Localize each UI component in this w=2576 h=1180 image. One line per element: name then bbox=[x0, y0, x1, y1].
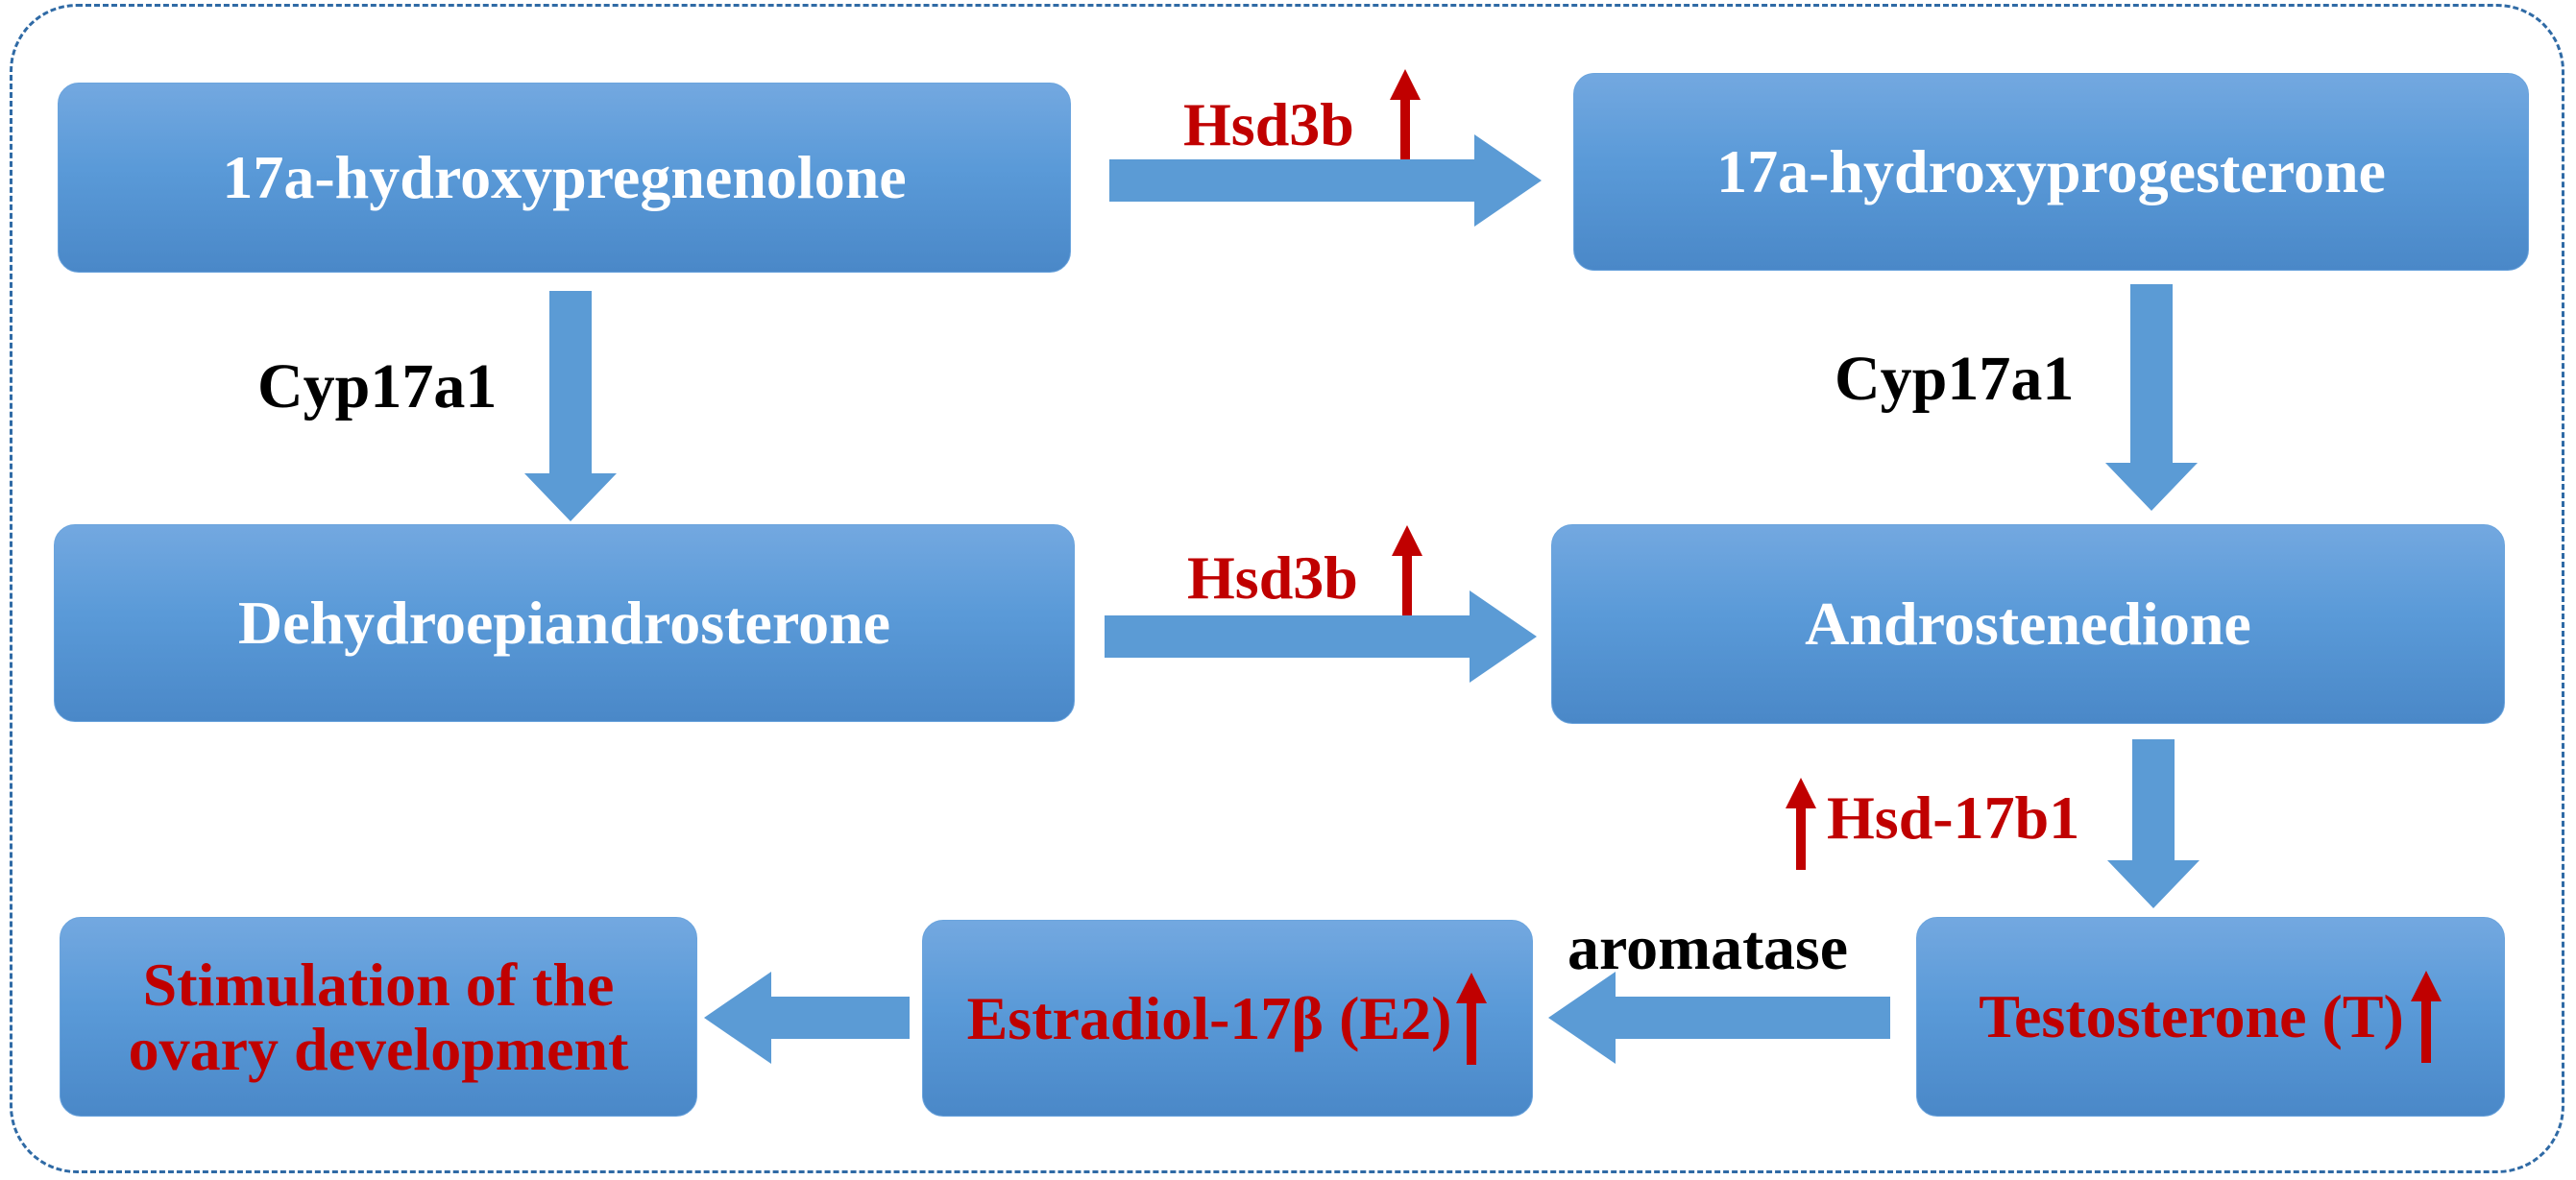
node-dehydroepiandrosterone: Dehydroepiandrosterone bbox=[54, 524, 1075, 722]
enzyme-label: Hsd3b bbox=[1183, 90, 1354, 158]
arrow-n6-to-n7 bbox=[704, 972, 910, 1064]
enzyme-hsd3b-mid: Hsd3b bbox=[1187, 547, 1358, 609]
increase-arrow-icon bbox=[1786, 778, 1816, 870]
increase-arrow-icon bbox=[1456, 972, 1488, 1065]
node-label: Testosterone (T) bbox=[1979, 982, 2404, 1051]
node-label: 17a-hydroxypregnenolone bbox=[222, 143, 907, 212]
diagram-frame bbox=[10, 4, 2564, 1173]
increase-arrow-icon bbox=[1390, 69, 1421, 159]
node-label: 17a-hydroxyprogesterone bbox=[1716, 137, 2386, 206]
arrow-n5-to-n6 bbox=[1548, 972, 1890, 1064]
node-androstenedione: Androstenedione bbox=[1551, 524, 2505, 724]
node-estradiol: Estradiol-17β (E2) bbox=[922, 920, 1533, 1117]
node-17a-hydroxyprogesterone: 17a-hydroxyprogesterone bbox=[1573, 73, 2529, 271]
enzyme-label: aromatase bbox=[1567, 913, 1849, 983]
arrow-n3-to-n4 bbox=[1105, 590, 1537, 683]
enzyme-label: Cyp17a1 bbox=[257, 351, 498, 421]
node-label: Estradiol-17β (E2) bbox=[966, 983, 1452, 1052]
enzyme-label: Cyp17a1 bbox=[1835, 344, 2075, 414]
arrow-n1-to-n3 bbox=[524, 291, 617, 521]
node-label: Androstenedione bbox=[1805, 590, 2251, 659]
node-label: Dehydroepiandrosterone bbox=[237, 589, 891, 658]
node-label-line2: ovary development bbox=[128, 1015, 629, 1083]
enzyme-aromatase: aromatase bbox=[1567, 917, 1848, 980]
enzyme-label: Hsd3b bbox=[1187, 543, 1358, 612]
enzyme-hsd3b-top: Hsd3b bbox=[1183, 94, 1354, 156]
node-17a-hydroxypregnenolone: 17a-hydroxypregnenolone bbox=[58, 83, 1071, 273]
node-label-line1: Stimulation of the bbox=[142, 950, 615, 1019]
arrow-n2-to-n4 bbox=[2105, 284, 2198, 511]
arrow-n4-to-n5 bbox=[2107, 739, 2199, 908]
enzyme-label: Hsd-17b1 bbox=[1827, 783, 2080, 852]
increase-arrow-icon bbox=[2410, 971, 2442, 1063]
enzyme-cyp17a1-right: Cyp17a1 bbox=[1835, 348, 2074, 411]
enzyme-hsd17b1: Hsd-17b1 bbox=[1827, 787, 2079, 849]
arrow-n1-to-n2 bbox=[1109, 134, 1542, 227]
enzyme-cyp17a1-left: Cyp17a1 bbox=[257, 355, 497, 419]
increase-arrow-icon bbox=[1392, 525, 1422, 615]
node-testosterone: Testosterone (T) bbox=[1916, 917, 2505, 1117]
node-ovary-stimulation: Stimulation of the ovary development bbox=[60, 917, 697, 1117]
